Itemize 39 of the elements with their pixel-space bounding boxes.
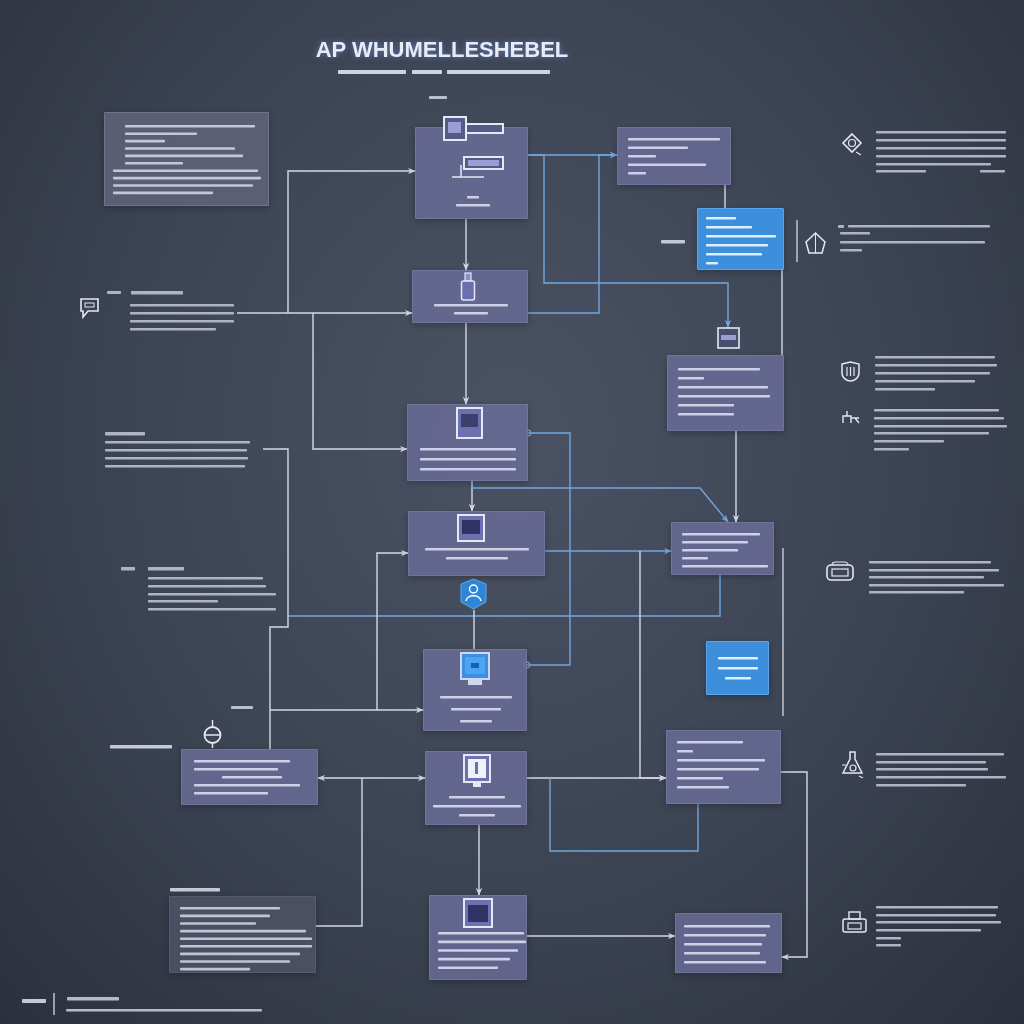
- process-box: [408, 511, 545, 576]
- highlight-box: [706, 641, 769, 695]
- process-box: [666, 730, 781, 804]
- arrow: [639, 550, 667, 782]
- process-box: [667, 355, 784, 431]
- arrow: [732, 430, 740, 523]
- arrow: [527, 154, 732, 328]
- process-box: [617, 127, 731, 185]
- window-icon: [717, 327, 740, 349]
- arrow: [526, 932, 676, 940]
- connector-line: [262, 448, 289, 750]
- arrow: [544, 547, 672, 555]
- diagram-title: AP WHUMELLESHEBEL: [315, 38, 569, 62]
- arrow: [462, 322, 470, 405]
- connector-line: [724, 184, 726, 209]
- process-box: [181, 749, 318, 805]
- arrow: [269, 706, 424, 714]
- arrow: [236, 309, 413, 317]
- process-box: [675, 913, 782, 973]
- note-panel: [169, 896, 316, 973]
- connector-line: [473, 609, 475, 650]
- process-box: [671, 522, 774, 575]
- arrow: [462, 218, 470, 271]
- arrow: [317, 774, 426, 782]
- arrow: [287, 167, 416, 314]
- connector-line: [315, 777, 363, 927]
- arrow: [312, 312, 408, 453]
- note-panel: [104, 112, 269, 206]
- arrow: [527, 151, 618, 314]
- connector-line: [781, 269, 783, 356]
- connector-line: [549, 777, 699, 852]
- process-box: [412, 270, 528, 323]
- arrow: [376, 549, 409, 711]
- arrow: [780, 771, 808, 961]
- process-box: [407, 404, 528, 481]
- highlight-box: [697, 208, 784, 270]
- arrow: [475, 824, 483, 896]
- connector-line: [287, 574, 721, 617]
- user-icon: [459, 578, 488, 610]
